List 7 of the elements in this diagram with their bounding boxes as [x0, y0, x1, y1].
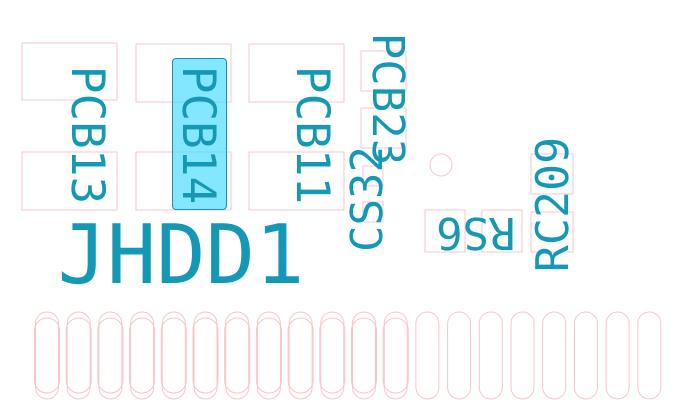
reference-designator: RC209 — [530, 136, 575, 272]
selection-highlight — [172, 58, 227, 210]
reference-designator: PCB11 — [290, 66, 336, 204]
reference-designator: PCB13 — [65, 66, 112, 204]
component-designator: JHDD1 — [58, 215, 304, 297]
reference-designator: PCB14 — [176, 66, 222, 204]
reference-designator: RS6 — [436, 210, 515, 254]
